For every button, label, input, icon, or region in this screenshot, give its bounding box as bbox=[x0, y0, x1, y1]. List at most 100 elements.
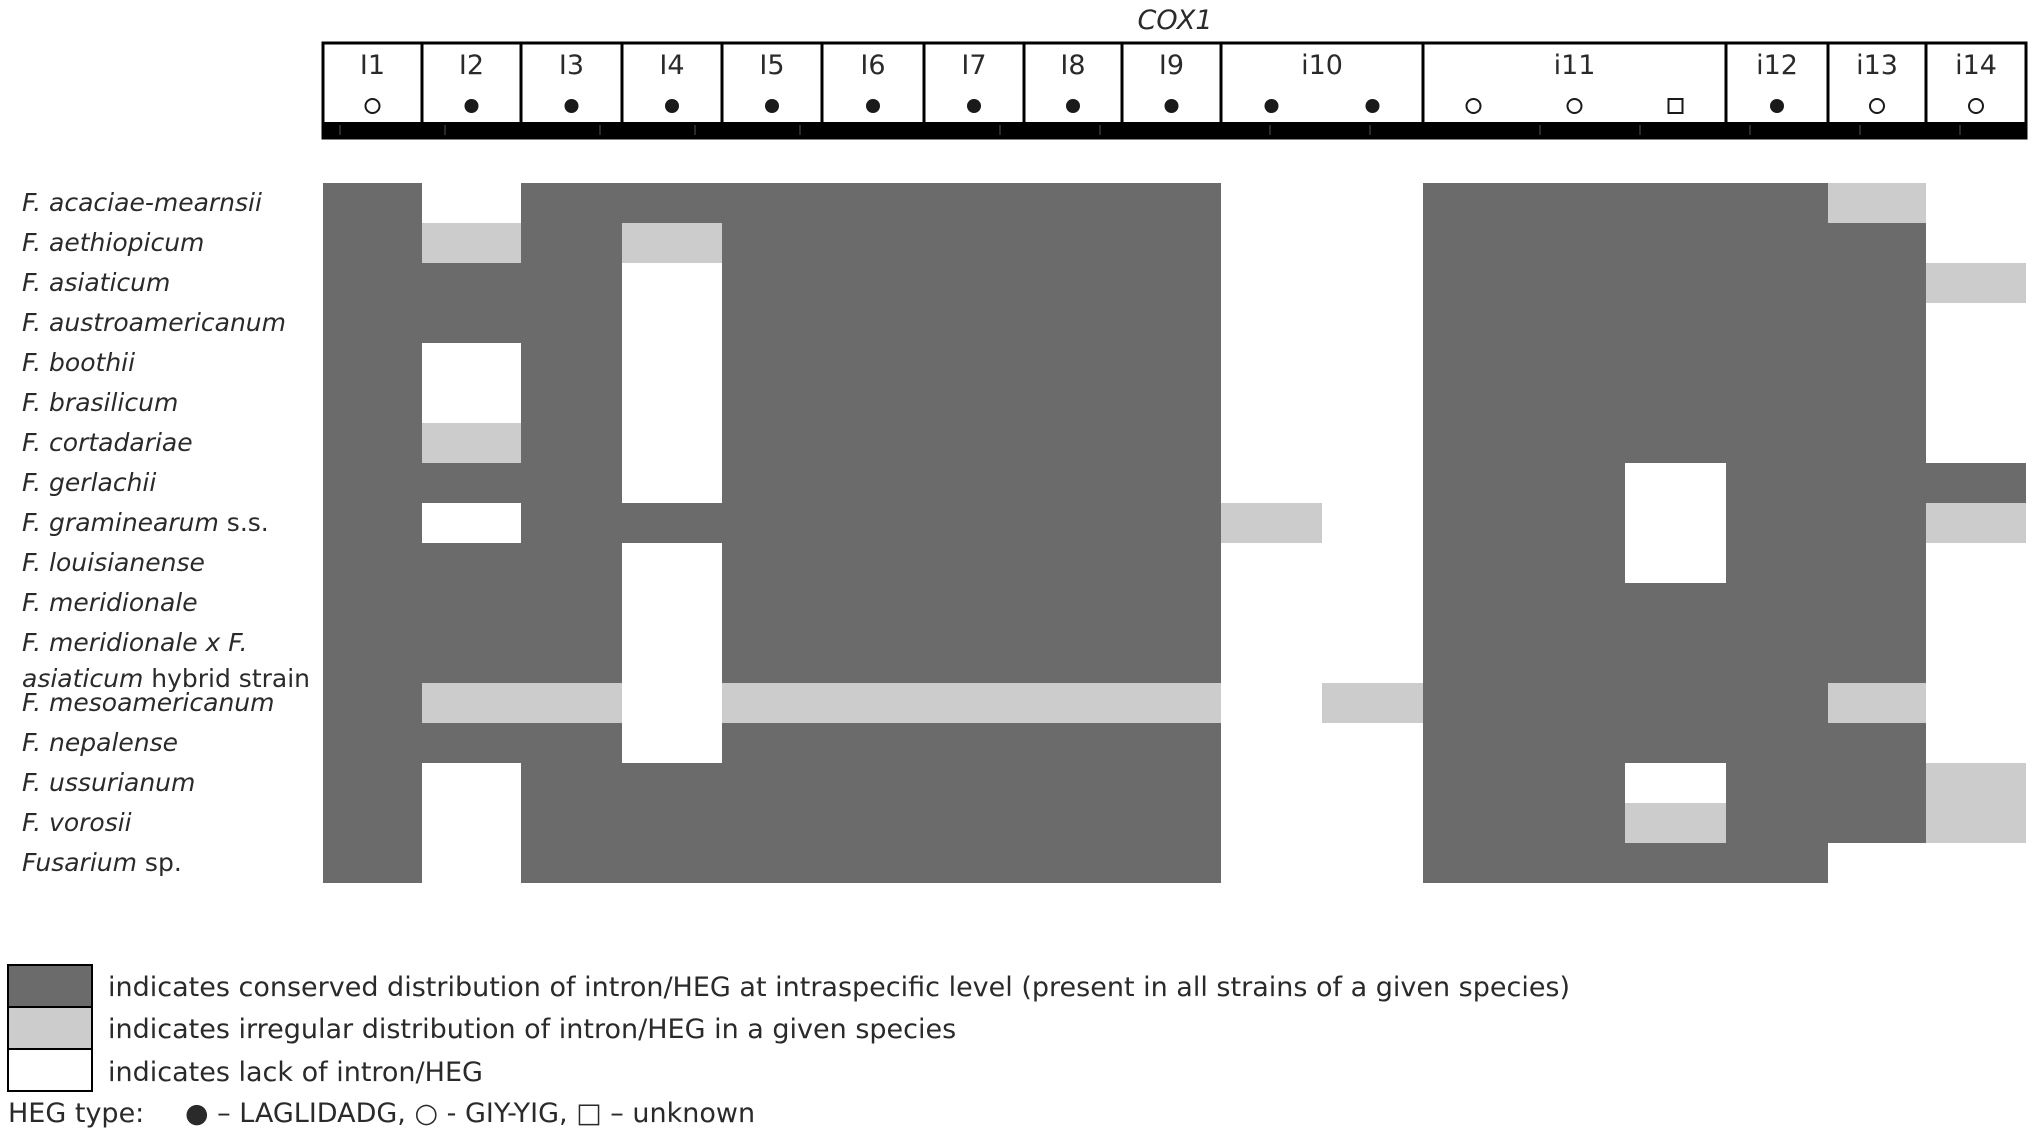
species-label: F. boothii bbox=[22, 348, 135, 377]
matrix-cell bbox=[1423, 623, 1524, 683]
intron-label-i9: I9 bbox=[1159, 50, 1184, 81]
matrix-cell bbox=[1122, 223, 1221, 263]
matrix-cell bbox=[1926, 423, 2026, 463]
matrix-cell bbox=[822, 223, 924, 263]
matrix-cell bbox=[323, 723, 422, 763]
matrix-cell bbox=[722, 263, 822, 303]
matrix-cell bbox=[1221, 423, 1322, 463]
matrix-cell bbox=[1122, 683, 1221, 723]
matrix-cell bbox=[1726, 683, 1828, 723]
matrix-cell bbox=[1625, 423, 1726, 463]
matrix-cell bbox=[622, 623, 722, 683]
matrix-cell bbox=[1726, 583, 1828, 623]
matrix-cell bbox=[622, 583, 722, 623]
matrix-cell bbox=[822, 843, 924, 883]
matrix-cell bbox=[1625, 503, 1726, 543]
species-label-line2: asiaticum hybrid strain bbox=[22, 664, 310, 693]
matrix-cell bbox=[521, 683, 622, 723]
matrix-cell bbox=[422, 463, 521, 503]
matrix-cell bbox=[323, 423, 422, 463]
heg-unknown-icon bbox=[1667, 98, 1684, 114]
matrix-cell bbox=[1221, 263, 1322, 303]
matrix-cell bbox=[822, 303, 924, 343]
matrix-cell bbox=[722, 803, 822, 843]
matrix-cell bbox=[521, 463, 622, 503]
matrix-cell bbox=[1828, 463, 1926, 503]
matrix-cell bbox=[1423, 463, 1524, 503]
matrix-cell bbox=[1024, 723, 1122, 763]
matrix-cell bbox=[323, 343, 422, 383]
matrix-cell bbox=[1726, 723, 1828, 763]
matrix-cell bbox=[1828, 423, 1926, 463]
heg-laglidadg-icon bbox=[564, 99, 579, 113]
intron-header-bar bbox=[323, 122, 2026, 138]
matrix-cell bbox=[521, 803, 622, 843]
matrix-cell bbox=[1221, 503, 1322, 543]
species-label: F. gerlachii bbox=[22, 468, 156, 497]
matrix-cell bbox=[1322, 843, 1423, 883]
heg-giy-yig-icon bbox=[1566, 98, 1583, 114]
distribution-matrix bbox=[323, 183, 2026, 883]
matrix-cell bbox=[1726, 543, 1828, 583]
matrix-cell bbox=[1726, 223, 1828, 263]
matrix-cell bbox=[1024, 843, 1122, 883]
matrix-cell bbox=[422, 803, 521, 843]
matrix-cell bbox=[1423, 543, 1524, 583]
matrix-cell bbox=[1024, 803, 1122, 843]
matrix-cell bbox=[1828, 303, 1926, 343]
matrix-cell bbox=[323, 763, 422, 803]
matrix-cell bbox=[1828, 683, 1926, 723]
matrix-cell bbox=[622, 723, 722, 763]
matrix-cell bbox=[521, 183, 622, 223]
matrix-cell bbox=[1221, 683, 1322, 723]
matrix-cell bbox=[1024, 583, 1122, 623]
matrix-cell bbox=[1423, 723, 1524, 763]
heg-laglidadg-icon bbox=[464, 99, 479, 113]
matrix-cell bbox=[1024, 683, 1122, 723]
matrix-cell bbox=[1828, 503, 1926, 543]
matrix-cell bbox=[1423, 423, 1524, 463]
matrix-cell bbox=[1625, 843, 1726, 883]
gene-title: COX1 bbox=[1137, 5, 1212, 36]
matrix-cell bbox=[622, 383, 722, 423]
intron-label-i10: i10 bbox=[1301, 50, 1343, 81]
matrix-cell bbox=[1726, 183, 1828, 223]
matrix-cell bbox=[1423, 683, 1524, 723]
matrix-cell bbox=[422, 623, 521, 683]
matrix-cell bbox=[1423, 343, 1524, 383]
matrix-cell bbox=[924, 463, 1024, 503]
heg-laglidadg-icon bbox=[1164, 99, 1179, 113]
matrix-cell bbox=[1726, 803, 1828, 843]
matrix-cell bbox=[1322, 503, 1423, 543]
matrix-cell bbox=[822, 423, 924, 463]
intron-label-i12: i12 bbox=[1756, 50, 1798, 81]
species-label: F. ussurianum bbox=[22, 768, 195, 797]
matrix-cell bbox=[622, 303, 722, 343]
matrix-cell bbox=[422, 223, 521, 263]
matrix-cell bbox=[722, 683, 822, 723]
legend-text-absent: indicates lack of intron/HEG bbox=[108, 1057, 483, 1088]
matrix-cell bbox=[822, 183, 924, 223]
matrix-cell bbox=[622, 463, 722, 503]
matrix-cell bbox=[521, 843, 622, 883]
matrix-cell bbox=[323, 463, 422, 503]
intron-label-i8: I8 bbox=[1060, 50, 1085, 81]
heg-laglidadg-icon bbox=[665, 99, 679, 113]
matrix-cell bbox=[1423, 503, 1524, 543]
matrix-cell bbox=[1828, 383, 1926, 423]
matrix-cell bbox=[1221, 223, 1322, 263]
matrix-cell bbox=[1524, 463, 1625, 503]
matrix-cell bbox=[1221, 723, 1322, 763]
matrix-cell bbox=[323, 583, 422, 623]
matrix-cell bbox=[1625, 623, 1726, 683]
matrix-cell bbox=[1122, 763, 1221, 803]
matrix-cell bbox=[1322, 383, 1423, 423]
matrix-cell bbox=[722, 723, 822, 763]
heg-type-title: HEG type: bbox=[8, 1098, 144, 1129]
legend-text-irregular: indicates irregular distribution of intr… bbox=[108, 1014, 956, 1045]
species-label: F. meridionale x F. bbox=[22, 628, 247, 657]
matrix-cell bbox=[1122, 343, 1221, 383]
matrix-cell bbox=[1828, 343, 1926, 383]
matrix-cell bbox=[1221, 803, 1322, 843]
matrix-cell bbox=[323, 803, 422, 843]
